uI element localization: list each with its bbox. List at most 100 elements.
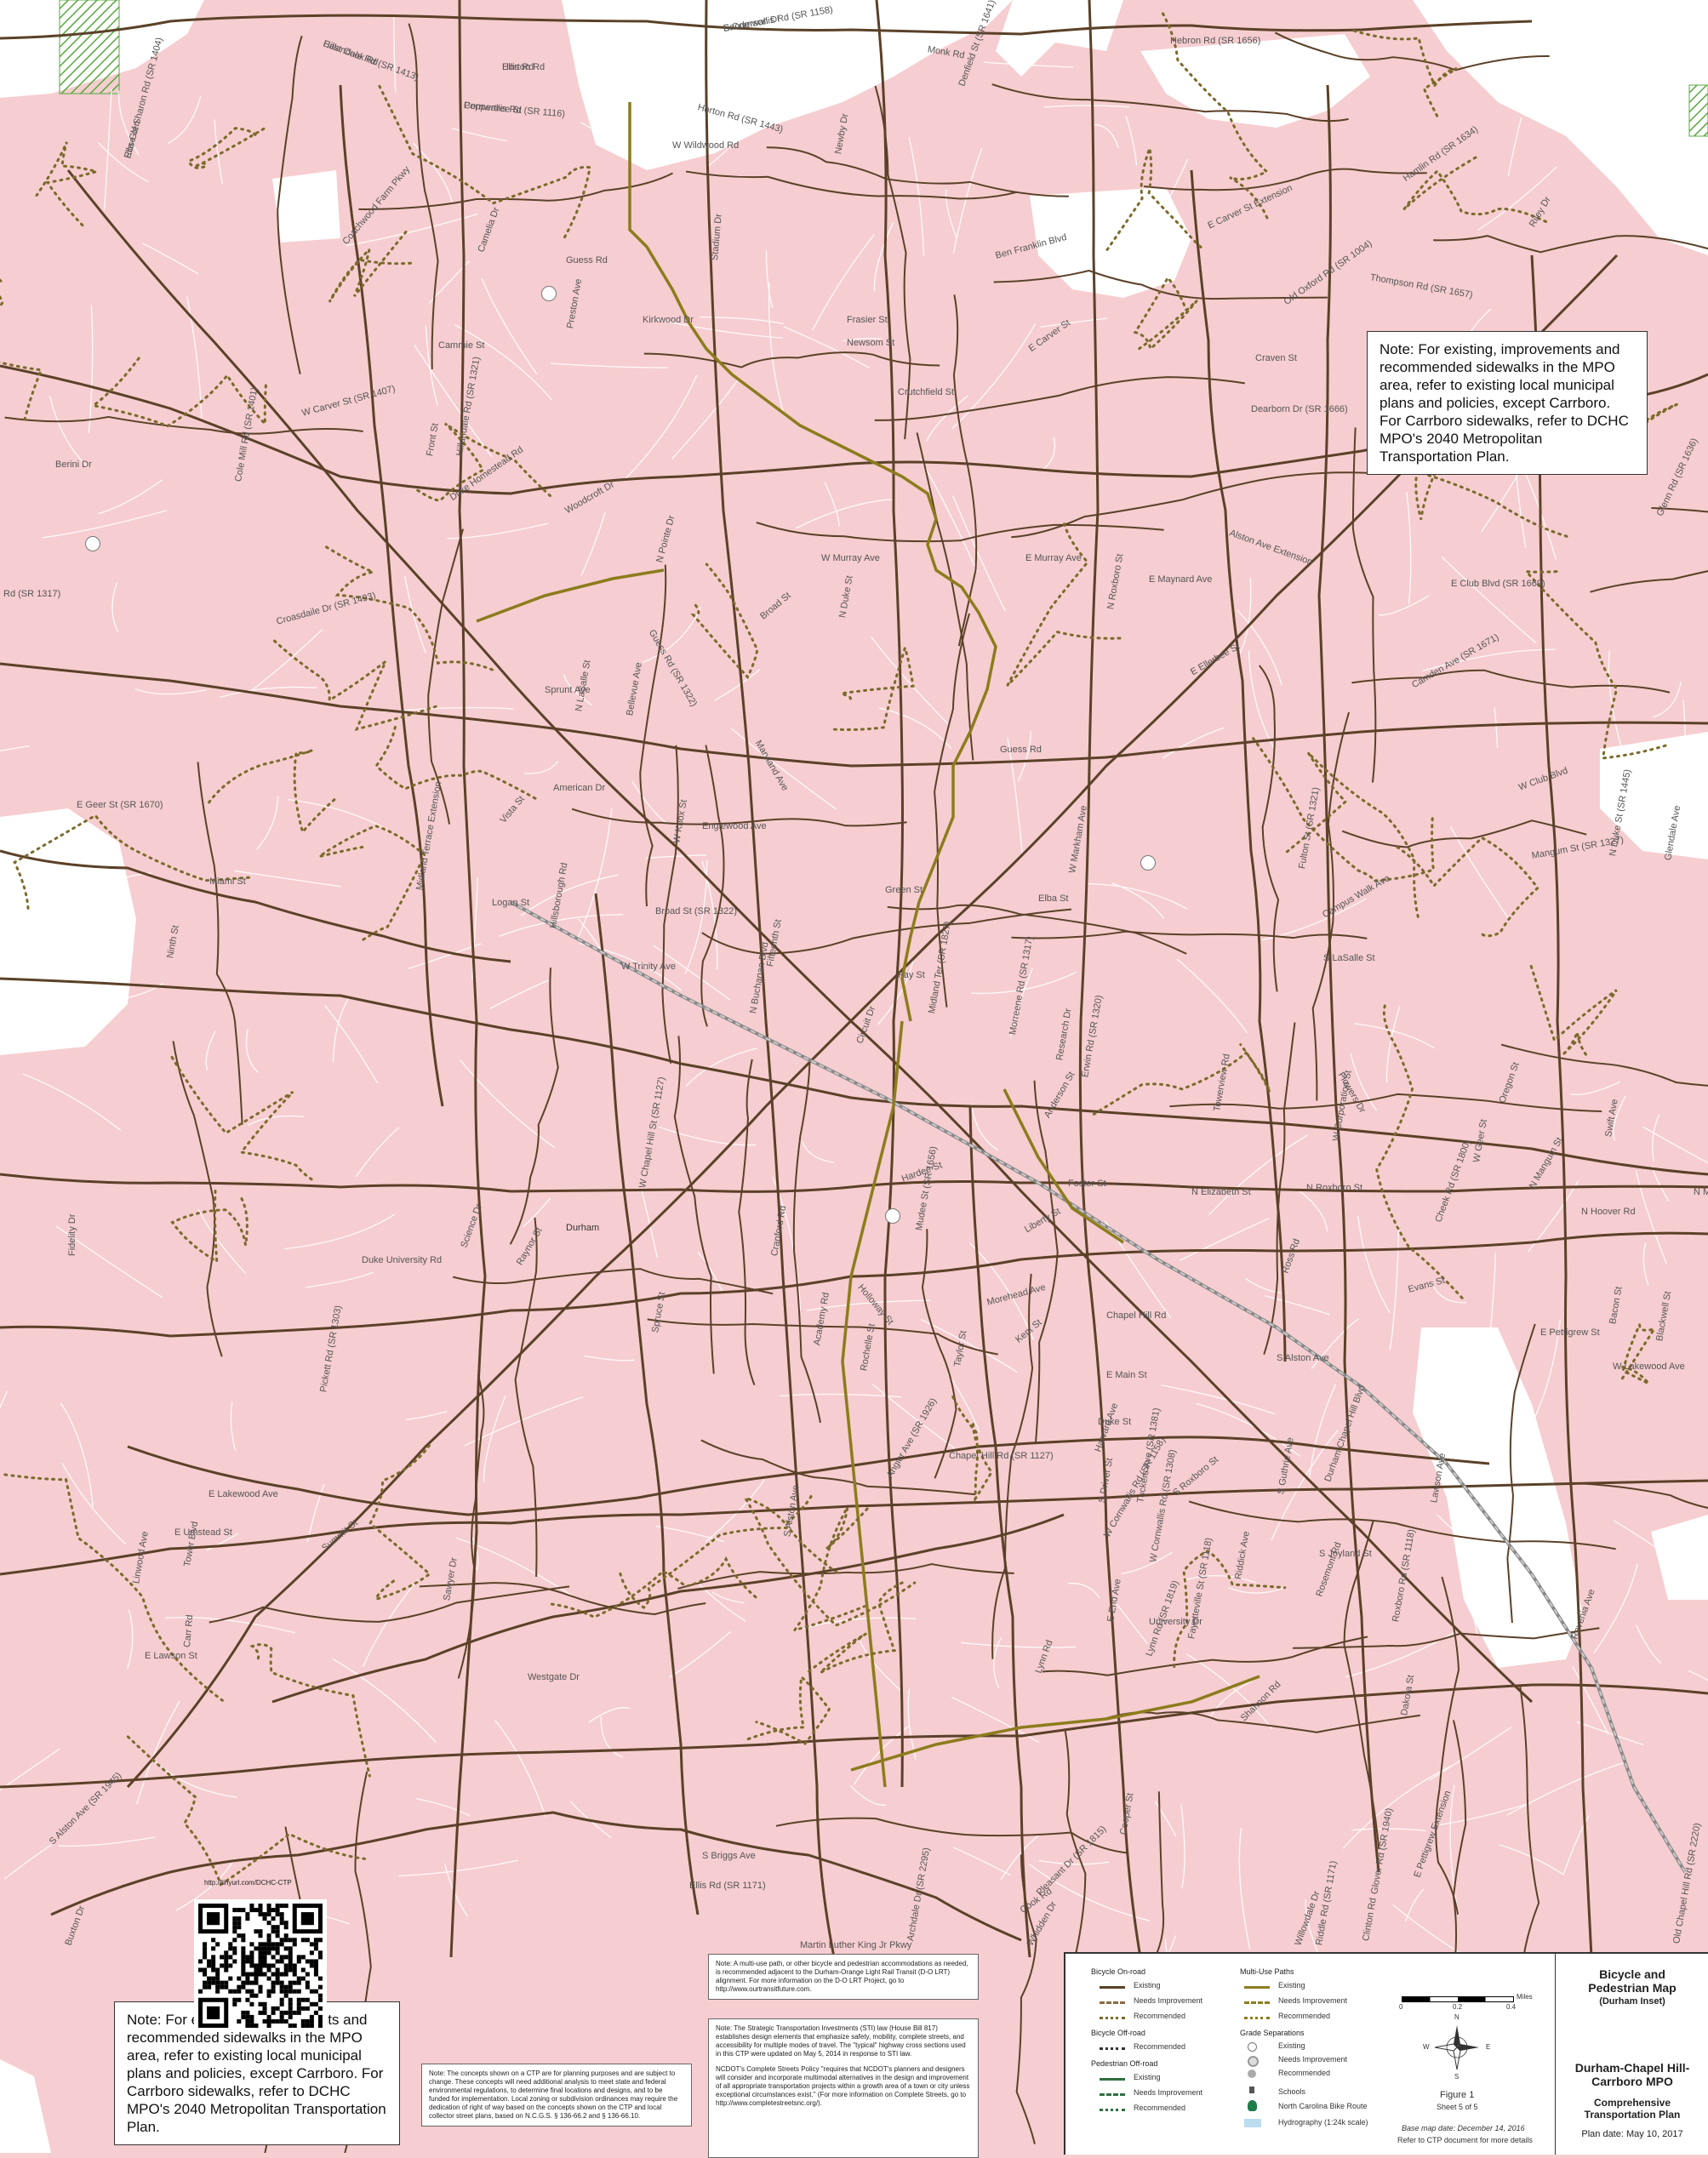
place-label: Durham (566, 1223, 600, 1233)
street-label: E Lawson St (145, 1651, 197, 1661)
minor-street (1469, 1544, 1505, 1666)
minor-street (248, 1115, 305, 1127)
street-label: Fidelity Dr (67, 1213, 77, 1256)
minor-street (332, 1658, 437, 1744)
collector-road (1341, 819, 1587, 848)
minor-street (550, 363, 669, 368)
dolrt-note: Note: A multi-use path, or other bicycle… (708, 1954, 979, 2000)
legend-pedestrian-off-road: Pedestrian Off-road (1091, 2059, 1158, 2068)
minor-street (1449, 826, 1511, 922)
collector-road (934, 613, 971, 1008)
recommended-route (742, 1495, 917, 1627)
minor-street (206, 1533, 239, 1551)
compass-e: E (1486, 2043, 1491, 2051)
recommended-route (328, 231, 412, 303)
legend-label: Needs Improvement (1134, 2088, 1203, 2097)
minor-street (414, 344, 493, 457)
minor-street (1439, 1801, 1532, 1826)
minor-street (0, 1390, 9, 1409)
minor-street (88, 305, 94, 433)
legend-label: Needs Improvement (1278, 2055, 1348, 2064)
minor-street (186, 296, 203, 419)
street-label: E Maynard Ave (1149, 574, 1213, 585)
minor-street (167, 95, 202, 145)
minor-street (685, 1048, 757, 1087)
minor-street (642, 607, 702, 664)
recommended-route (791, 1506, 869, 1633)
minor-street (214, 119, 224, 185)
minor-street (802, 1140, 834, 1163)
minor-street (952, 147, 983, 254)
collector-road (1343, 1520, 1380, 1850)
minor-street (1437, 1514, 1510, 1575)
interchange-icon (1140, 855, 1156, 871)
minor-street (284, 1213, 396, 1250)
recommended-route (830, 643, 915, 732)
minor-street (464, 1396, 584, 1447)
recommended-route (1375, 1004, 1465, 1301)
minor-street (873, 222, 894, 292)
minor-street (1477, 166, 1557, 231)
sheet-label: Sheet 5 of 5 (1437, 2103, 1478, 2111)
street-label: American Dr (553, 783, 606, 793)
minor-street (1593, 1563, 1638, 1654)
minor-street (1636, 1624, 1662, 1664)
legend-label: Recommended (1278, 2069, 1331, 2077)
street-label: Dearborn Dr (SR 1666) (1251, 404, 1348, 414)
qr-url[interactable]: http://tinyurl.com/DCHC-CTP (204, 1879, 292, 1887)
qr-code[interactable] (194, 1899, 327, 2032)
minor-street (126, 1609, 134, 1670)
minor-street (1111, 882, 1165, 919)
minor-street (812, 233, 876, 331)
recommended-route (619, 1527, 843, 1610)
figure-label: Figure 1 (1440, 2090, 1475, 2100)
collector-road (647, 1318, 999, 1356)
interchange-icon (541, 286, 557, 301)
minor-street (520, 874, 619, 916)
minor-street (117, 90, 140, 156)
collector-road (766, 146, 1069, 197)
minor-street (819, 61, 877, 72)
collector-road (514, 1217, 538, 1577)
minor-street (601, 51, 685, 95)
legend-swatch (1100, 2047, 1125, 2050)
minor-street (1449, 1784, 1460, 1915)
minor-street (1271, 1430, 1339, 1541)
minor-street (970, 1103, 999, 1151)
recommended-route (808, 1580, 906, 1675)
minor-street (711, 1591, 745, 1604)
minor-street (1354, 1023, 1435, 1049)
minor-street (671, 379, 739, 460)
minor-street (1506, 1761, 1626, 1816)
street-label: Guess Rd (566, 255, 608, 265)
map-subtitle: (Durham Inset) (1599, 1996, 1665, 2007)
scale-tick: 0.4 (1506, 2003, 1517, 2011)
minor-street (714, 669, 761, 701)
minor-street (1441, 556, 1537, 644)
collector-road (775, 1817, 1128, 1854)
minor-street (1154, 1801, 1177, 1837)
minor-street (653, 945, 731, 1001)
street-label: Frasier St (847, 315, 888, 325)
minor-street (1682, 699, 1687, 779)
scale-tick: 0 (1399, 2003, 1403, 2011)
collector-road (1011, 471, 1368, 539)
minor-street (154, 1761, 237, 1798)
minor-street (523, 760, 559, 774)
minor-street (983, 61, 1074, 68)
collector-road (1506, 1323, 1536, 1624)
collector-road (991, 83, 1349, 123)
recommended-route (374, 725, 540, 802)
minor-street (456, 1537, 577, 1600)
street-label: University Dr (1149, 1617, 1202, 1627)
minor-street (684, 859, 708, 975)
minor-street (1608, 650, 1622, 748)
minor-street (1180, 1218, 1270, 1261)
minor-street (951, 1696, 1039, 1744)
interchange-icon (85, 536, 100, 551)
minor-street (920, 1318, 1018, 1373)
minor-street (1350, 1053, 1378, 1111)
minor-street (871, 1384, 956, 1450)
